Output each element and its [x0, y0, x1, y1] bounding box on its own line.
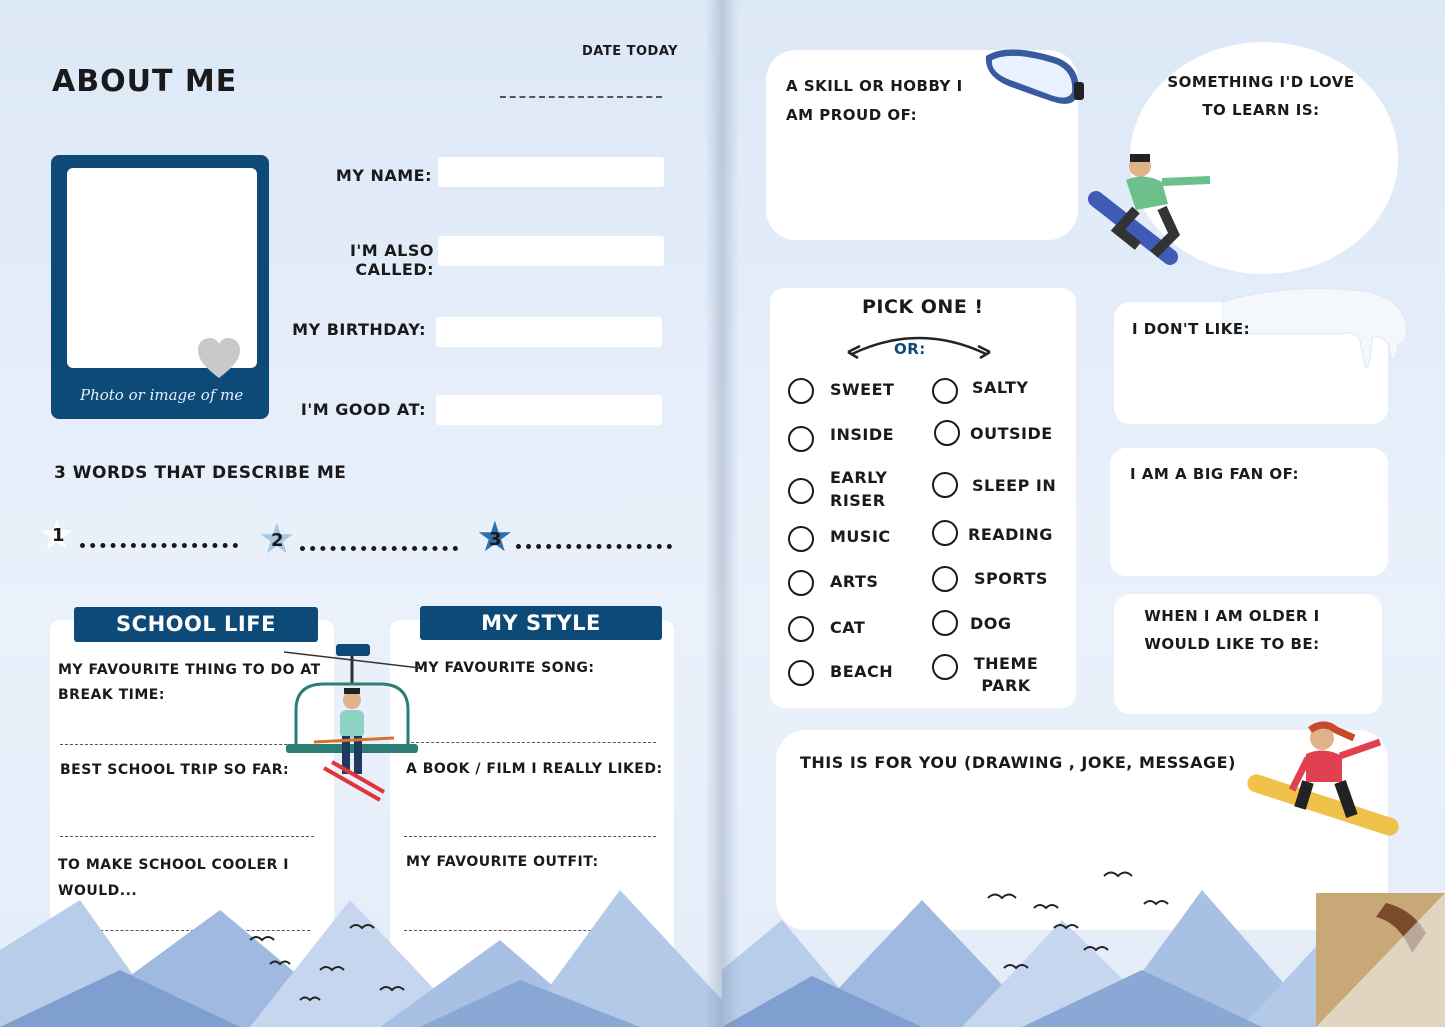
school-line-2[interactable]: [60, 836, 314, 837]
pick-one-box: [770, 288, 1076, 708]
option-arts-radio[interactable]: [788, 570, 814, 596]
option-cat: Cat: [830, 618, 866, 637]
bird-icon: [249, 924, 405, 1002]
style-q3: My favourite outfit:: [406, 854, 599, 870]
word-number-3: 3: [489, 529, 503, 550]
name-label: My name:: [335, 166, 432, 185]
option-beach-radio[interactable]: [788, 660, 814, 686]
good-at-label: I'm good at:: [300, 400, 426, 419]
option-music: Music: [830, 527, 891, 546]
option-outside-radio[interactable]: [934, 420, 960, 446]
option-sports: Sports: [974, 569, 1048, 588]
option-sports-radio[interactable]: [932, 566, 958, 592]
snowboarder-icon: [1247, 721, 1399, 836]
page-curl-icon: [1316, 893, 1445, 1027]
word-number-1: 1: [52, 525, 66, 546]
birthday-label: My birthday:: [292, 320, 426, 339]
option-early-riser-radio[interactable]: [788, 478, 814, 504]
style-line-2[interactable]: [404, 836, 656, 837]
school-q1: My favourite thing to do at break time:: [58, 662, 321, 703]
photo-area[interactable]: [67, 168, 257, 368]
left-page: About me Date today Photo or image of me…: [0, 0, 722, 1027]
option-reading: Reading: [968, 525, 1053, 544]
heart-icon: [198, 338, 240, 378]
also-called-field[interactable]: [438, 236, 664, 266]
also-called-label: I'm also called:: [349, 241, 434, 279]
mountain-icon: [0, 890, 722, 1027]
option-sweet: Sweet: [830, 380, 895, 399]
words-heading: 3 words that describe me: [54, 463, 347, 483]
option-early-riser: Early riser: [830, 468, 888, 510]
option-inside-radio[interactable]: [788, 426, 814, 452]
option-outside: Outside: [970, 424, 1053, 443]
option-sleep-in-radio[interactable]: [932, 472, 958, 498]
or-label: or:: [894, 340, 926, 358]
option-salty-radio[interactable]: [932, 378, 958, 404]
school-banner: School life: [74, 607, 318, 642]
word-line-3[interactable]: [516, 544, 672, 549]
option-salty: Salty: [972, 378, 1029, 397]
option-dog: Dog: [970, 614, 1012, 633]
date-label: Date today: [582, 44, 679, 59]
for-you-box[interactable]: [776, 730, 1388, 930]
right-page: A skill or hobby I am proud of: Somethin…: [722, 0, 1445, 1027]
name-field[interactable]: [438, 157, 664, 187]
school-line-3[interactable]: [60, 930, 310, 931]
style-q1: My favourite song:: [414, 660, 595, 676]
learn-label: Something I'd love to learn is:: [1167, 73, 1355, 119]
icicle-icon: [1222, 288, 1407, 368]
page-title: About me: [52, 64, 238, 99]
option-arts: Arts: [830, 572, 879, 591]
date-line[interactable]: [500, 96, 662, 98]
star-icon: ★: [38, 510, 76, 559]
star-icon: ★: [476, 512, 514, 561]
goggles-icon: [985, 49, 1084, 104]
option-reading-radio[interactable]: [932, 520, 958, 546]
option-beach: Beach: [830, 662, 894, 681]
chairlift-icon: [284, 644, 420, 802]
school-q2: Best school trip so far:: [60, 762, 290, 778]
option-cat-radio[interactable]: [788, 616, 814, 642]
option-theme-park-radio[interactable]: [932, 654, 958, 680]
option-sweet-radio[interactable]: [788, 378, 814, 404]
style-q2: A book / film I really liked:: [406, 761, 663, 777]
word-line-2[interactable]: [300, 546, 458, 551]
book-gutter: [705, 0, 739, 1027]
style-line-3[interactable]: [404, 930, 656, 931]
word-line-1[interactable]: [80, 543, 238, 548]
big-fan-box[interactable]: [1110, 448, 1388, 576]
dont-like-label: I don't like:: [1132, 320, 1251, 338]
older-box[interactable]: [1114, 594, 1382, 714]
good-at-field[interactable]: [436, 395, 662, 425]
bird-icon: [987, 871, 1169, 970]
pick-one-label: Pick one !: [862, 296, 984, 318]
photo-caption: Photo or image of me: [80, 386, 244, 404]
star-icon: ★: [258, 514, 296, 563]
birthday-field[interactable]: [436, 317, 662, 347]
style-line-1[interactable]: [406, 742, 656, 743]
snowboarder-icon: [1087, 154, 1211, 265]
option-music-radio[interactable]: [788, 526, 814, 552]
school-q3: To make school cooler I would...: [58, 857, 289, 899]
option-dog-radio[interactable]: [932, 610, 958, 636]
option-theme-park: Theme park: [973, 654, 1039, 695]
or-arrows-icon: [847, 336, 991, 360]
school-line-1[interactable]: [60, 744, 312, 745]
style-banner: My style: [420, 606, 662, 640]
for-you-label: This is for you (drawing , joke, message…: [800, 753, 1236, 772]
older-label: When I am older I would like to be:: [1144, 607, 1320, 653]
option-sleep-in: Sleep in: [972, 476, 1057, 495]
big-fan-label: I am a big fan of:: [1130, 465, 1300, 483]
word-number-2: 2: [271, 530, 285, 551]
skill-label: A skill or hobby I am proud of:: [786, 77, 963, 124]
option-inside: Inside: [830, 425, 895, 444]
